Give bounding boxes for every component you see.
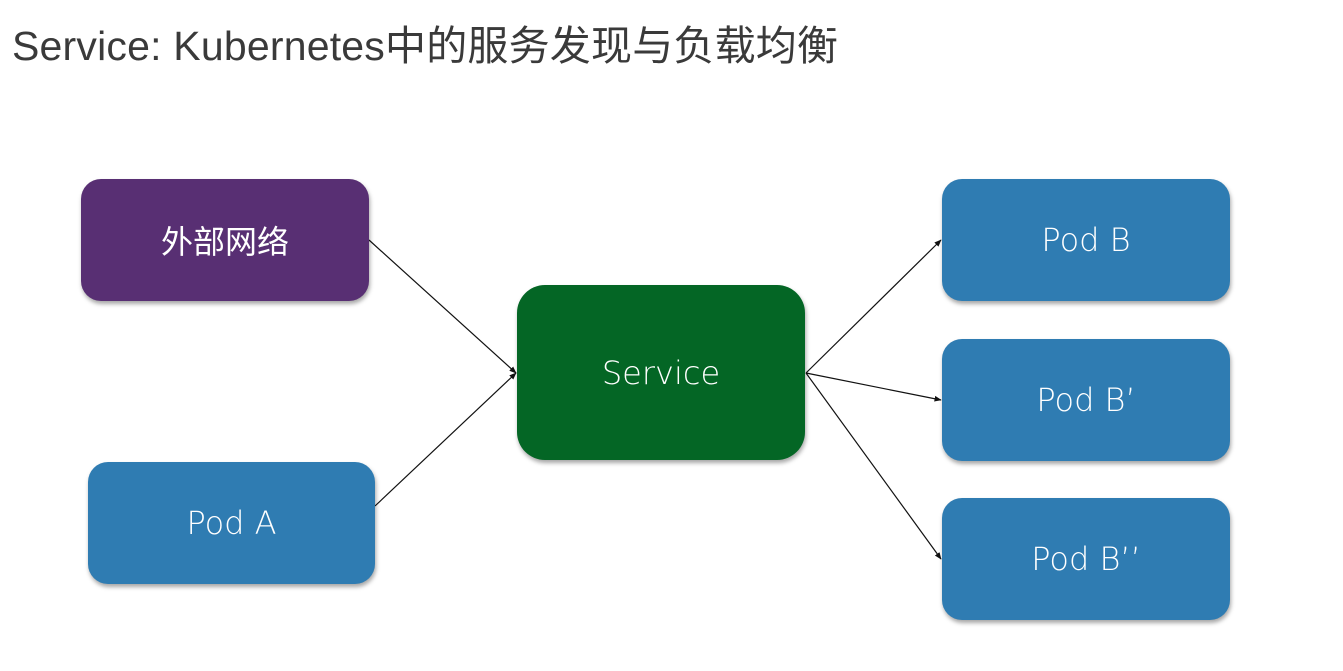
edge-external-to-service — [368, 239, 517, 374]
node-pod-b-double-prime: Pod B’’ — [942, 498, 1230, 620]
page-title: Service: Kubernetes中的服务发现与负载均衡 — [12, 23, 839, 69]
node-label: Service — [601, 353, 721, 392]
node-service: Service — [517, 285, 805, 460]
edge-service-to-podb — [805, 239, 942, 374]
node-label: 外部网络 — [160, 223, 289, 261]
node-external-network: 外部网络 — [81, 179, 369, 301]
edge-service-to-podb2 — [805, 372, 942, 560]
edge-poda-to-service — [374, 372, 517, 507]
node-label: Pod B’ — [1036, 381, 1136, 419]
edge-service-to-podb1 — [805, 372, 942, 402]
node-label: Pod A — [186, 504, 277, 542]
node-pod-a: Pod A — [88, 462, 375, 584]
node-label: Pod B — [1041, 221, 1131, 259]
node-pod-b: Pod B — [942, 179, 1230, 301]
node-pod-b-prime: Pod B’ — [942, 339, 1230, 461]
node-label: Pod B’’ — [1031, 540, 1141, 578]
